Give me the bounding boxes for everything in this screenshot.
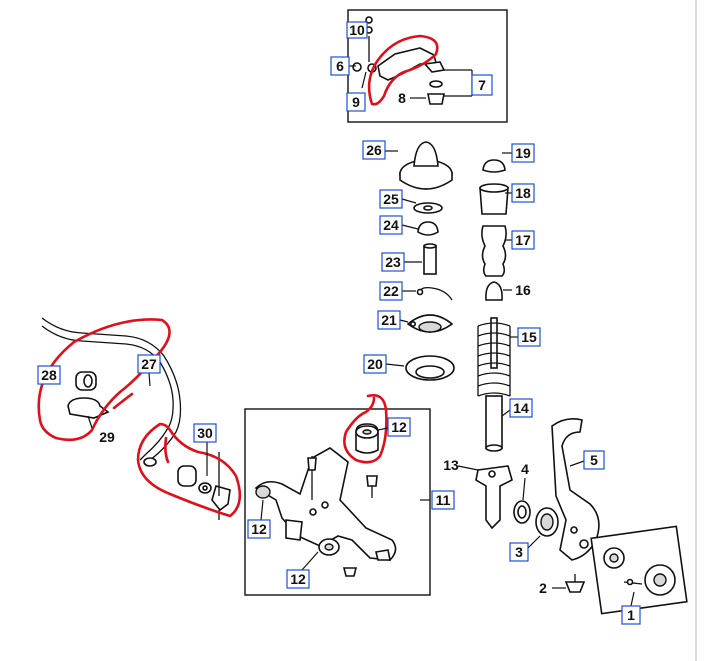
svg-text:16: 16 bbox=[515, 282, 531, 298]
svg-text:6: 6 bbox=[336, 58, 344, 74]
callout-19: 19 bbox=[511, 143, 535, 163]
svg-text:12: 12 bbox=[251, 521, 267, 537]
upper-washer-25 bbox=[413, 202, 443, 214]
stabilizer-bar-27 bbox=[41, 317, 182, 467]
svg-text:20: 20 bbox=[367, 356, 383, 372]
callout-26: 26 bbox=[362, 140, 386, 160]
callout-12-bottom: 12 bbox=[286, 569, 310, 589]
callout-27: 27 bbox=[137, 354, 161, 374]
wheel-hub-1 bbox=[590, 525, 688, 615]
dust-cover-18 bbox=[479, 183, 509, 215]
strut-fork-13 bbox=[475, 465, 513, 530]
callout-20: 20 bbox=[363, 354, 387, 374]
svg-text:13: 13 bbox=[443, 457, 459, 473]
annotation-circle-upper-arm bbox=[367, 34, 439, 106]
svg-text:8: 8 bbox=[398, 90, 406, 106]
callout-4: 4 bbox=[521, 461, 529, 477]
svg-text:29: 29 bbox=[99, 429, 115, 445]
callout-28: 28 bbox=[37, 365, 61, 385]
callout-12-left: 12 bbox=[247, 519, 271, 539]
svg-text:30: 30 bbox=[197, 425, 213, 441]
svg-text:25: 25 bbox=[383, 191, 399, 207]
steering-knuckle-5 bbox=[551, 418, 600, 561]
svg-text:14: 14 bbox=[513, 400, 529, 416]
callout-24: 24 bbox=[379, 215, 403, 235]
callout-15: 15 bbox=[517, 327, 541, 347]
callout-29: 29 bbox=[99, 429, 115, 445]
spacer-23 bbox=[423, 243, 437, 275]
annotation-stroke-stabilizer bbox=[112, 392, 134, 410]
callout-22: 22 bbox=[379, 281, 403, 301]
svg-text:28: 28 bbox=[41, 367, 57, 383]
callout-9: 9 bbox=[346, 92, 366, 112]
lower-arm-inset-frame bbox=[244, 408, 431, 596]
callout-18: 18 bbox=[511, 183, 535, 203]
upper-spring-seat-21 bbox=[406, 314, 454, 333]
bump-stopper-16 bbox=[485, 281, 503, 301]
svg-text:18: 18 bbox=[515, 185, 531, 201]
svg-text:1: 1 bbox=[627, 607, 635, 623]
callout-21: 21 bbox=[377, 310, 401, 330]
bracket-29 bbox=[67, 397, 110, 419]
leader-lines bbox=[87, 65, 635, 607]
strut-mount bbox=[399, 141, 453, 190]
svg-text:21: 21 bbox=[381, 312, 397, 328]
annotation-stroke-link bbox=[164, 436, 170, 464]
callout-3: 3 bbox=[509, 542, 529, 562]
bushing-12 bbox=[355, 423, 379, 454]
bump-cap-19 bbox=[482, 159, 506, 173]
ball-joint-2 bbox=[564, 574, 586, 593]
lower-control-arm-11 bbox=[254, 447, 397, 577]
callout-11: 11 bbox=[431, 490, 455, 510]
svg-text:4: 4 bbox=[521, 461, 529, 477]
callout-14: 14 bbox=[509, 398, 533, 418]
svg-text:17: 17 bbox=[515, 232, 531, 248]
callout-17: 17 bbox=[511, 230, 535, 250]
callout-12-bushing: 12 bbox=[387, 417, 411, 437]
spring-insulator-20 bbox=[405, 355, 455, 381]
svg-text:26: 26 bbox=[366, 142, 382, 158]
callout-7: 7 bbox=[471, 74, 493, 96]
callout-25: 25 bbox=[379, 189, 403, 209]
svg-text:2: 2 bbox=[539, 580, 547, 596]
dust-seal-4 bbox=[513, 500, 531, 524]
annotation-circle-bushing bbox=[343, 394, 388, 464]
callout-10: 10 bbox=[346, 21, 368, 39]
upper-control-arm bbox=[352, 16, 473, 105]
svg-text:7: 7 bbox=[478, 77, 486, 93]
bearing-cap-24 bbox=[417, 221, 439, 236]
callout-1: 1 bbox=[621, 605, 641, 625]
svg-text:3: 3 bbox=[515, 544, 523, 560]
callout-13: 13 bbox=[443, 457, 459, 473]
callout-8: 8 bbox=[398, 90, 406, 106]
svg-text:15: 15 bbox=[521, 329, 537, 345]
callout-5: 5 bbox=[583, 450, 605, 470]
callout-30: 30 bbox=[193, 423, 217, 443]
annotation-circle-link bbox=[136, 422, 242, 518]
callout-23: 23 bbox=[381, 252, 405, 272]
svg-text:27: 27 bbox=[141, 356, 157, 372]
svg-text:19: 19 bbox=[515, 145, 531, 161]
svg-text:12: 12 bbox=[290, 571, 306, 587]
coil-spring-15 bbox=[477, 317, 511, 397]
callout-16: 16 bbox=[515, 282, 531, 298]
spring-seat-22 bbox=[416, 286, 453, 301]
bushing-28 bbox=[75, 371, 97, 391]
strut-assembly-14 bbox=[485, 395, 503, 452]
callout-6: 6 bbox=[330, 56, 350, 76]
svg-text:10: 10 bbox=[349, 22, 365, 38]
callout-2: 2 bbox=[539, 580, 547, 596]
svg-text:9: 9 bbox=[352, 94, 360, 110]
svg-text:24: 24 bbox=[383, 217, 399, 233]
svg-text:22: 22 bbox=[383, 283, 399, 299]
svg-text:5: 5 bbox=[590, 452, 598, 468]
svg-text:11: 11 bbox=[436, 492, 451, 508]
wheel-bearing-3 bbox=[535, 507, 559, 537]
svg-text:12: 12 bbox=[391, 419, 407, 435]
strut-boot-17 bbox=[481, 225, 507, 277]
svg-text:23: 23 bbox=[385, 254, 401, 270]
